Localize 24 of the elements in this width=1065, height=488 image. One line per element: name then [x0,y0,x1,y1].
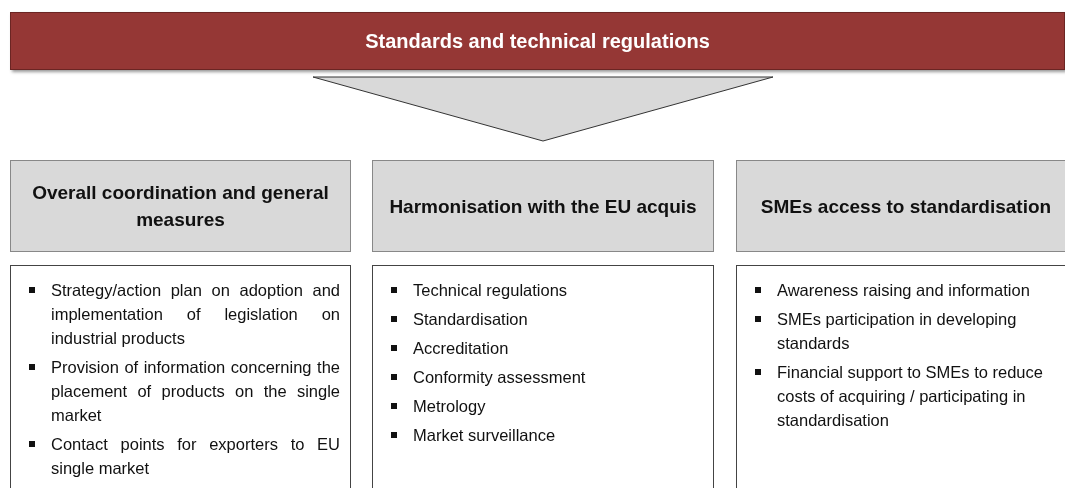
bullet-item: Financial support to SMEs to reduce costs of acquiring / participating in standardisation [751,360,1065,432]
header-text: Harmonisation with the EU acquis [389,194,697,219]
header-box [10,160,351,252]
header-text: Overall coordination and general measures [31,181,330,232]
list-box [736,265,1065,488]
bullet-item: Metrology [387,394,703,418]
header-text: SMEs access to standardisation [760,194,1052,219]
bullet-item: Technical regulations [387,278,703,302]
bullet-item: Contact points for exporters to EU single market [25,432,340,480]
header-box [372,160,714,252]
bullet-item: Accreditation [387,336,703,360]
bullet-item: Market surveillance [387,423,703,447]
list-box [372,265,714,488]
bullet-item: Strategy/action plan on adoption and implementation of legislation on industrial products [25,278,340,350]
triangle-shape [312,76,774,142]
bullet-item: Awareness raising and information [751,278,1065,302]
bullet-item: Conformity assessment [387,365,703,389]
bullet-item: Provision of information concerning the placement of products on the single market [25,355,340,427]
title-banner [10,12,1065,70]
list-box [10,265,351,488]
banner-title: Standards and technical regulations [365,29,710,53]
header-box [736,160,1065,252]
bullet-item: Standardisation [387,307,703,331]
bullet-item: SMEs participation in developing standards [751,307,1065,355]
